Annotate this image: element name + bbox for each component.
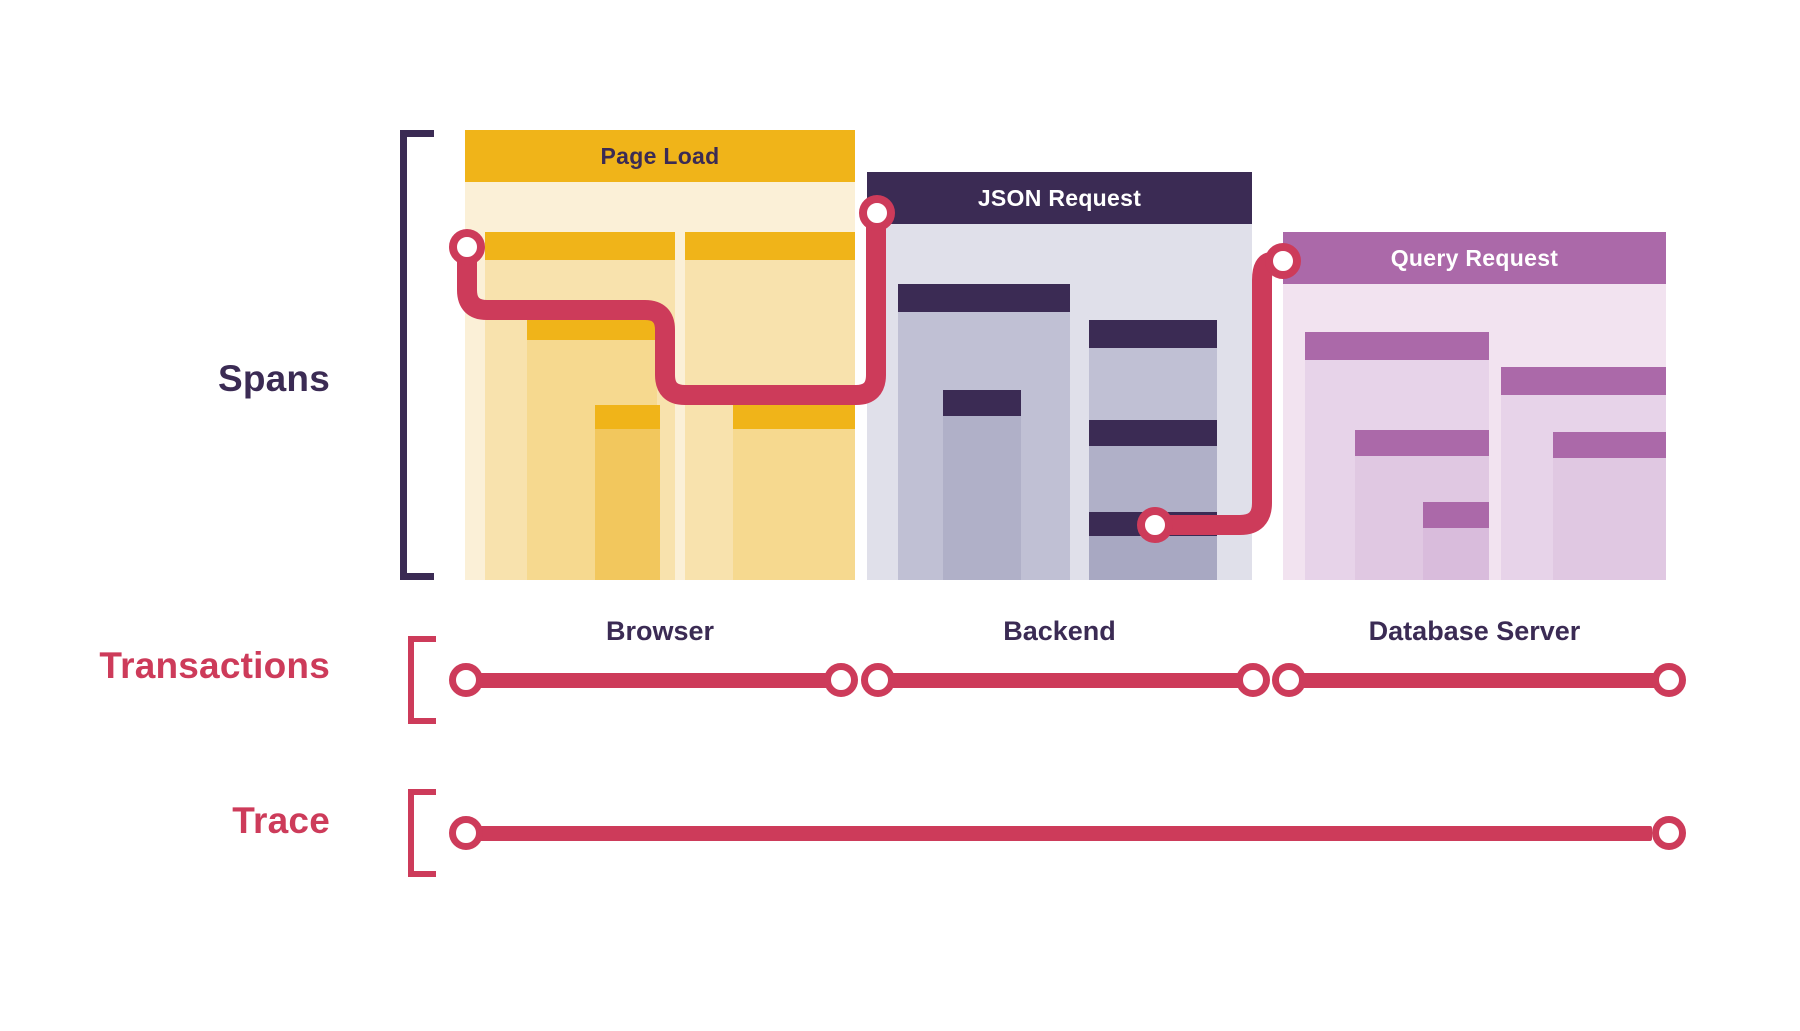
transaction-node[interactable] <box>449 663 483 697</box>
span-backend-span-b-grandchild[interactable] <box>1089 512 1217 580</box>
trace-bracket <box>408 789 436 877</box>
span-cap <box>1089 512 1217 536</box>
spans-bracket <box>400 130 434 580</box>
service-column-browser: Page Load <box>465 130 855 580</box>
trace-node[interactable] <box>449 816 483 850</box>
service-column-database: Query Request <box>1283 232 1666 580</box>
span-cap <box>943 390 1021 416</box>
span-cap <box>595 405 660 429</box>
span-cap <box>527 312 657 340</box>
column-label-backend-text: Backend <box>1003 616 1116 646</box>
span-cap <box>1423 502 1489 528</box>
backend-transaction-title: JSON Request <box>977 185 1142 211</box>
span-database-span-a-grandchild[interactable] <box>1423 502 1489 580</box>
transaction-node[interactable] <box>1236 663 1270 697</box>
span-backend-span-a-child[interactable] <box>943 390 1021 580</box>
column-label-database-text: Database Server <box>1368 616 1581 646</box>
span-cap <box>1089 320 1217 348</box>
transaction-segment-browser[interactable] <box>464 673 840 688</box>
transactions-bracket <box>408 636 436 724</box>
span-cap <box>1501 367 1666 395</box>
transaction-node[interactable] <box>824 663 858 697</box>
column-label-browser: Browser <box>465 616 855 647</box>
column-label-browser-text: Browser <box>605 616 715 646</box>
row-label-spans: Spans <box>217 358 330 399</box>
span-cap <box>898 284 1070 312</box>
span-cap <box>1089 420 1217 446</box>
span-cap <box>733 405 855 429</box>
backend-transaction-header[interactable]: JSON Request <box>867 172 1252 224</box>
transaction-segment-database[interactable] <box>1282 673 1668 688</box>
span-cap <box>485 232 675 260</box>
span-cap <box>1355 430 1489 456</box>
service-column-backend: JSON Request <box>867 172 1252 580</box>
database-transaction-title: Query Request <box>1390 245 1559 271</box>
transaction-node[interactable] <box>861 663 895 697</box>
transaction-segment-backend[interactable] <box>866 673 1252 688</box>
span-cap <box>685 232 855 260</box>
row-label-transactions: Transactions <box>99 645 330 686</box>
span-browser-span-a-grandchild[interactable] <box>595 405 660 580</box>
trace-node[interactable] <box>1652 816 1686 850</box>
transaction-node[interactable] <box>1272 663 1306 697</box>
browser-transaction-header[interactable]: Page Load <box>465 130 855 182</box>
span-database-span-b-child[interactable] <box>1553 432 1666 580</box>
transaction-node[interactable] <box>1652 663 1686 697</box>
span-cap <box>1553 432 1666 458</box>
browser-transaction-title: Page Load <box>600 143 720 169</box>
span-browser-span-b-child[interactable] <box>733 405 855 580</box>
column-label-database: Database Server <box>1283 616 1666 647</box>
trace-segment[interactable] <box>464 826 1652 841</box>
span-cap <box>1305 332 1489 360</box>
column-label-backend: Backend <box>867 616 1252 647</box>
database-transaction-header[interactable]: Query Request <box>1283 232 1666 284</box>
row-label-trace: Trace <box>232 800 330 841</box>
